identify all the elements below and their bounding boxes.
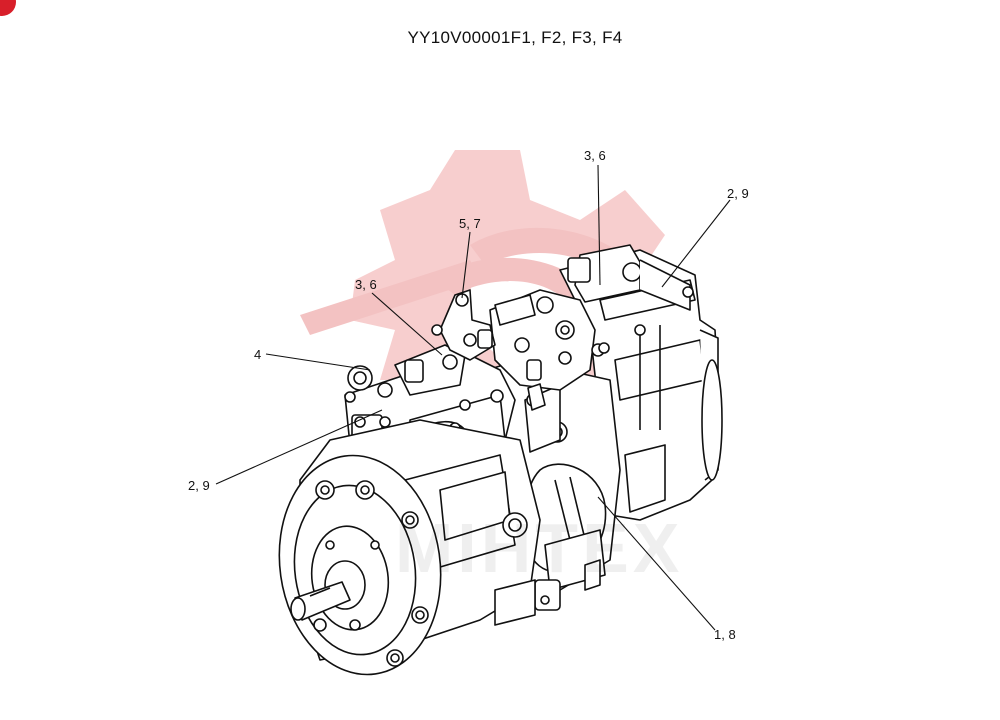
callout-5-7: 5, 7	[459, 216, 481, 231]
callout-2-9-right: 2, 9	[727, 186, 749, 201]
callout-3-6-left: 3, 6	[355, 277, 377, 292]
callout-4: 4	[254, 347, 262, 362]
callout-1-8: 1, 8	[714, 627, 736, 642]
leader-lines	[215, 164, 731, 631]
callout-3-6-top: 3, 6	[584, 148, 606, 163]
pump-body	[278, 244, 723, 676]
watermark-text: MIHTEX	[395, 509, 684, 587]
page-title: YY10V00001F1, F2, F3, F4	[407, 28, 623, 47]
callout-2-9-left: 2, 9	[188, 478, 210, 493]
